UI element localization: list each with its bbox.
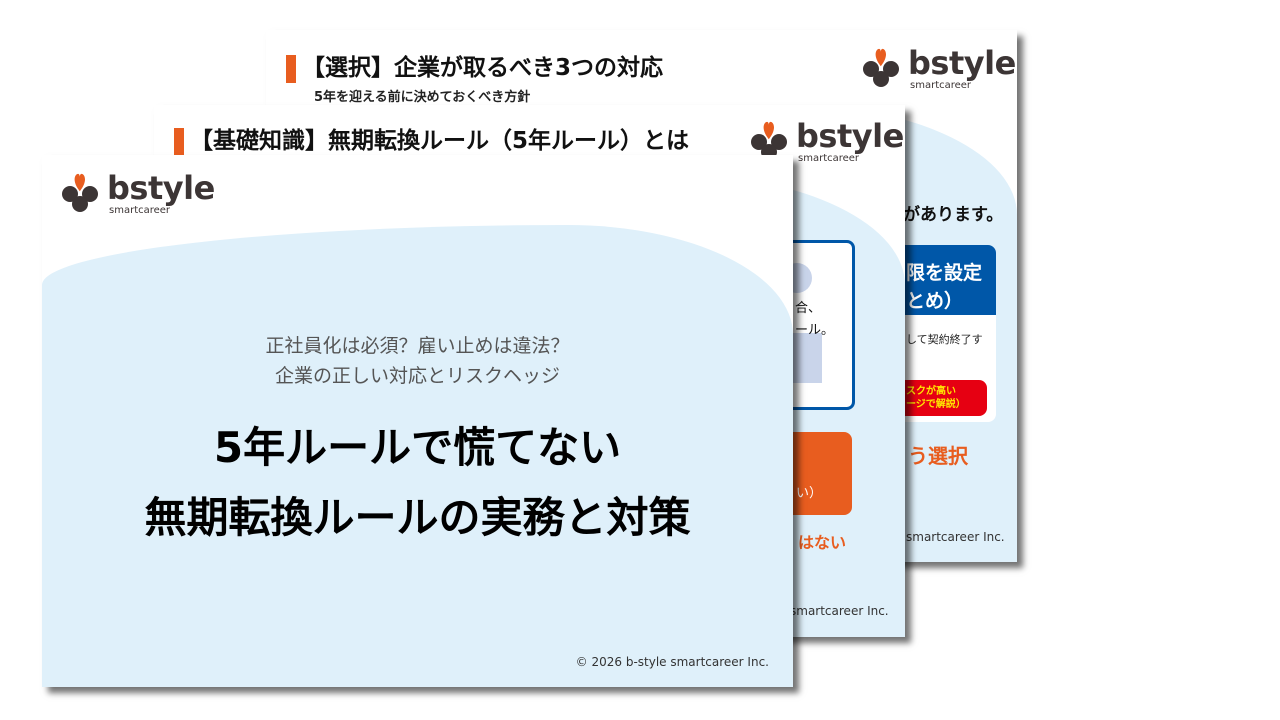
orange-box-text: い） (796, 486, 823, 501)
box-text: 合、 (795, 301, 822, 316)
background-wave (42, 225, 793, 687)
box-text-2: ール。 (795, 323, 835, 338)
lead-text: 正社員化は必須？雇い止めは違法？ 企業の正しい対応とリスクヘッジ (42, 331, 793, 391)
lead-line: 正社員化は必須？雇い止めは違法？ (265, 335, 570, 357)
copyright-footer: © 2026 b-style smartcareer Inc. (575, 655, 769, 669)
slide-subtitle: 5年を迎える前に決めておくべき方針 (314, 90, 531, 105)
option-label: う選択 (908, 444, 968, 468)
copyright-footer: smartcareer Inc. (906, 530, 1005, 544)
body-text: があります。 (903, 205, 1004, 225)
headline-line: 無期転換ルールの実務と対策 (144, 493, 691, 542)
slide-title: 【基礎知識】無期転換ルール（5年ルール）とは (174, 121, 689, 156)
card-header-2: とめ） (906, 290, 964, 312)
orange-label: はない (798, 533, 847, 552)
slide-title: 【選択】企業が取るべき3つの対応 (286, 48, 663, 83)
lead-line: 企業の正しい対応とリスクヘッジ (274, 365, 560, 387)
copyright-footer: smartcareer Inc. (790, 604, 889, 618)
risk-text-2: ージで解説） (906, 399, 966, 410)
headline-line: 5年ルールで慌てない (213, 423, 622, 472)
card-text: して契約終了す (906, 333, 983, 346)
clover-logo-icon (62, 173, 98, 212)
risk-text: スクが高い (906, 386, 956, 397)
headline: 5年ルールで慌てない 無期転換ルールの実務と対策 (42, 413, 793, 553)
clover-logo-icon (863, 48, 899, 87)
card-header: 限を設定 (906, 262, 983, 284)
